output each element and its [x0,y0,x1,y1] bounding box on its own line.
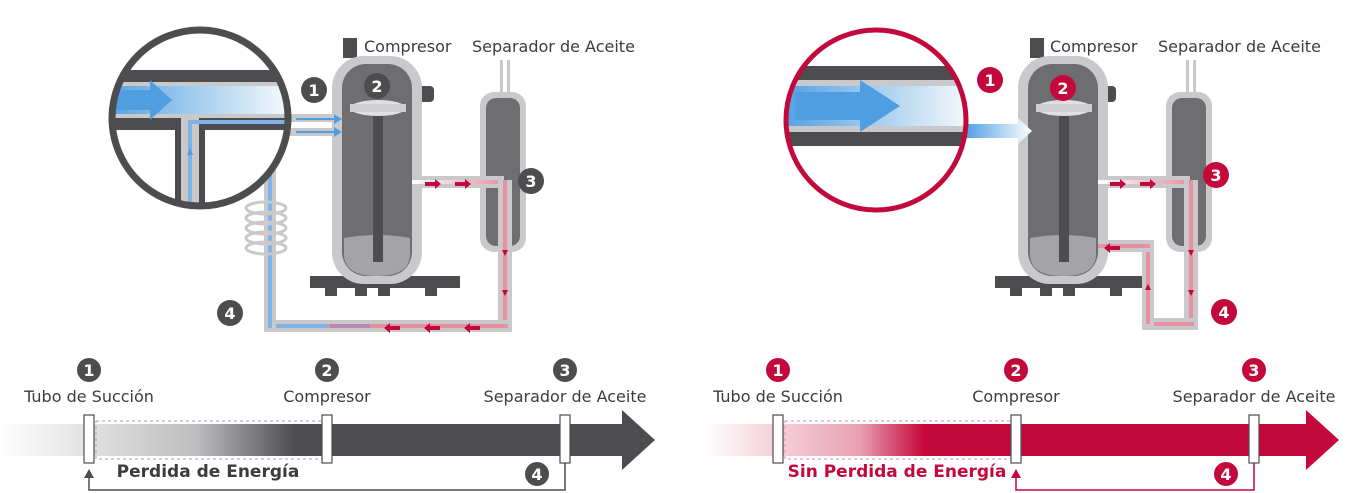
right-magnifier [783,27,969,213]
right-panel: Compresor Separador de Aceite 1 2 3 4 1 … [700,27,1339,491]
left-compressor [310,38,460,296]
svg-text:2: 2 [371,77,382,96]
right-compressor-label: Compresor [1050,37,1138,56]
svg-text:3: 3 [525,172,536,191]
right-marker-2: 2 [1050,75,1076,101]
right-pipes [960,118,1198,330]
svg-text:4: 4 [224,304,235,323]
right-timeline-marker-2: 2 [1004,358,1028,382]
left-compressor-label: Compresor [364,37,452,56]
right-marker-1: 1 [977,67,1003,93]
right-stage-compressor: Compresor [972,387,1060,406]
svg-text:4: 4 [531,465,542,484]
left-marker-3: 3 [518,168,544,194]
left-magnifier [108,26,292,210]
left-stage-separator: Separador de Aceite [484,387,647,406]
svg-text:2: 2 [321,361,332,380]
right-marker-3: 3 [1203,162,1229,188]
left-panel: Compresor Separador de Aceite 1 2 3 4 1 … [0,26,655,491]
right-timeline-marker-4: 4 [1214,462,1238,486]
left-timeline: 1 2 3 Tubo de Succión Compresor Separado… [0,358,655,491]
svg-text:2: 2 [1057,79,1068,98]
right-oil-separator-label: Separador de Aceite [1158,37,1321,56]
right-stage-suction: Tubo de Succión [712,387,843,406]
left-energy-caption: Perdida de Energía [117,462,300,482]
svg-text:1: 1 [83,361,94,380]
left-pipes [264,114,512,333]
right-timeline: 1 2 3 Tubo de Succión Compresor Separado… [700,358,1339,491]
left-timeline-marker-1: 1 [77,358,101,382]
left-stage-compressor: Compresor [283,387,371,406]
svg-text:1: 1 [308,81,319,100]
left-timeline-marker-3: 3 [553,358,577,382]
svg-text:1: 1 [772,361,783,380]
left-coil [244,200,288,256]
svg-text:3: 3 [1210,166,1221,185]
left-marker-2: 2 [364,73,390,99]
left-marker-4: 4 [217,300,243,326]
left-marker-1: 1 [301,77,327,103]
svg-text:4: 4 [1220,465,1231,484]
right-energy-caption: Sin Perdida de Energía [788,462,1007,482]
svg-text:3: 3 [559,361,570,380]
svg-text:4: 4 [1218,303,1229,322]
right-stage-separator: Separador de Aceite [1173,387,1336,406]
right-compressor [995,38,1145,296]
right-timeline-marker-1: 1 [766,358,790,382]
left-oil-separator-label: Separador de Aceite [472,37,635,56]
right-timeline-marker-3: 3 [1242,358,1266,382]
svg-text:2: 2 [1010,361,1021,380]
svg-text:1: 1 [984,71,995,90]
left-stage-suction: Tubo de Succión [23,387,154,406]
left-timeline-marker-2: 2 [315,358,339,382]
right-marker-4: 4 [1211,299,1237,325]
svg-text:3: 3 [1248,361,1259,380]
left-timeline-marker-4: 4 [525,462,549,486]
